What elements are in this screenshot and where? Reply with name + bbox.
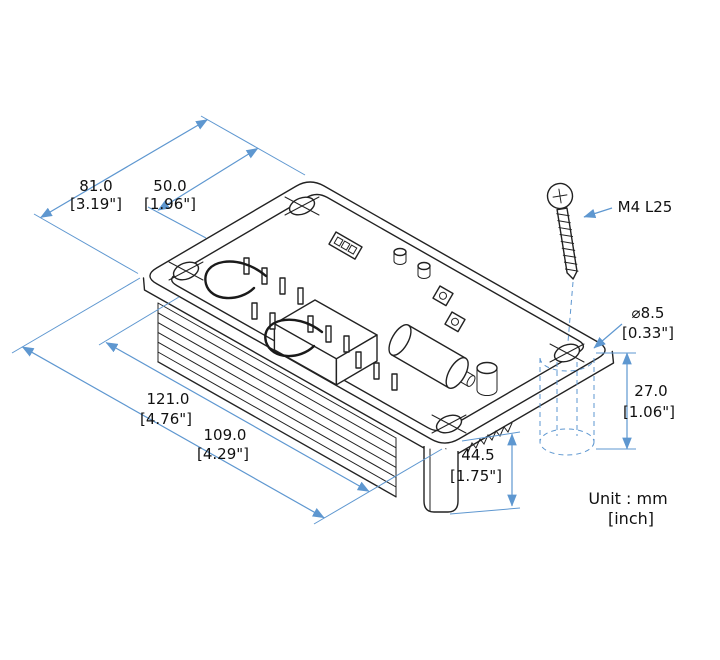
label-screw: M4 L25 [618, 198, 673, 216]
label-spacer-inch: [1.06"] [623, 403, 675, 421]
terminal-pad [432, 285, 454, 307]
standoff-posts [393, 247, 431, 279]
mounting-hole-left [168, 261, 204, 281]
label-tab-inch: [1.75"] [450, 467, 502, 485]
screw-centerline [567, 281, 574, 343]
mounting-hole-bottom [431, 414, 467, 434]
capacitor [388, 324, 476, 389]
small-capacitor [476, 361, 498, 396]
mounting-hole-top [284, 196, 320, 216]
unit-note-line1: Unit : mm [588, 489, 667, 508]
mounting-hole-right [549, 343, 585, 363]
terminal-pad [444, 311, 466, 333]
leader-screw [583, 207, 613, 219]
label-hole-diameter-mm: ⌀8.5 [632, 304, 665, 322]
connector-block [328, 231, 363, 260]
dim-spacer-27 [596, 352, 636, 450]
label-length-partial-mm: 109.0 [204, 426, 247, 444]
module-plate [142, 181, 615, 462]
label-length-mm: 121.0 [147, 390, 190, 408]
label-width-partial-mm: 50.0 [153, 177, 186, 195]
dim-length-109 [98, 296, 370, 493]
label-tab-mm: 44.5 [461, 446, 494, 464]
fin-serration [467, 422, 513, 453]
unit-note-line2: [inch] [608, 509, 654, 528]
spacer-cylinder [539, 357, 595, 456]
label-length-partial-inch: [4.29"] [197, 445, 249, 463]
dim-width-50 [147, 147, 259, 239]
dim-width-81 [33, 115, 306, 274]
label-length-inch: [4.76"] [140, 410, 192, 428]
label-width-mm: 81.0 [79, 177, 112, 195]
label-width-inch: [3.19"] [70, 195, 122, 213]
leader-hole-diameter [593, 323, 623, 349]
dim-tab-44 [449, 431, 521, 515]
screw [546, 182, 579, 280]
mounting-tab [423, 446, 459, 513]
label-hole-diameter-inch: [0.33"] [622, 324, 674, 342]
label-spacer-mm: 27.0 [634, 382, 667, 400]
label-width-partial-inch: [1.96"] [144, 195, 196, 213]
